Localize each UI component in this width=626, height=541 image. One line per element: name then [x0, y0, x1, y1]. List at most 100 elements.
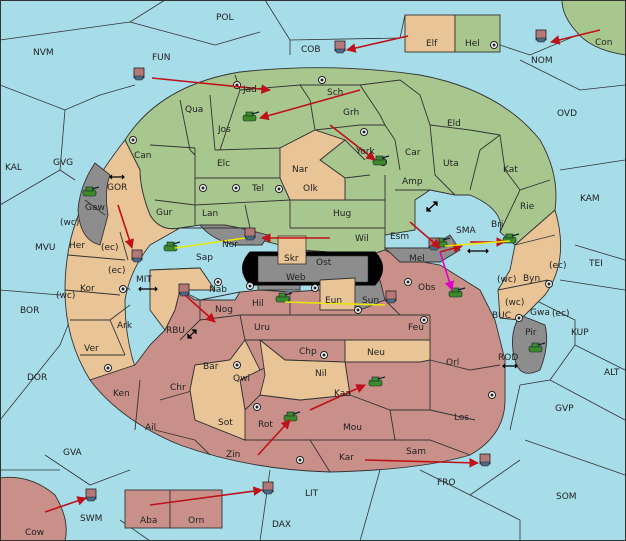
- label-orl: Orl: [446, 358, 459, 368]
- label-cow: Cow: [25, 528, 44, 538]
- label-cob: COB: [301, 45, 321, 55]
- coast-gaw-wc: (wc): [60, 218, 79, 228]
- province-cow[interactable]: [0, 476, 67, 541]
- label-dor: DOR: [27, 373, 47, 383]
- label-kam: KAM: [580, 194, 600, 204]
- label-qwi: Qwi: [233, 374, 250, 384]
- sea-labels: POL NVM FUN COB NOM OVD KAL GVG GOR KAM …: [5, 13, 620, 530]
- coast-byn-wc: (wc): [497, 275, 516, 285]
- coast-her-ec: (ec): [101, 243, 119, 253]
- label-lan: Lan: [202, 209, 218, 219]
- label-amp: Amp: [402, 177, 423, 187]
- label-chr: Chr: [170, 383, 186, 393]
- label-ovd: OVD: [557, 109, 577, 119]
- label-nog: Nog: [215, 305, 233, 315]
- label-orn: Orn: [188, 516, 204, 526]
- label-chp: Chp: [299, 347, 317, 357]
- label-los: Los: [454, 413, 469, 423]
- label-ark: Ark: [117, 321, 133, 331]
- label-sch: Sch: [327, 88, 343, 98]
- label-kor: Kor: [80, 284, 95, 294]
- label-nil: Nil: [315, 369, 327, 379]
- label-eld: Eld: [447, 119, 461, 129]
- label-mvu: MVU: [35, 243, 56, 253]
- label-obs: Obs: [418, 283, 436, 293]
- label-ver: Ver: [84, 344, 99, 354]
- label-nab: Nab: [209, 285, 227, 295]
- label-buc: BUC: [492, 311, 511, 321]
- land-labels: Elf Hel Con Jad Sch Qua Jos Grh Eld Can …: [25, 38, 613, 538]
- label-gaw: Gaw: [85, 203, 105, 213]
- supply-centers: [104, 41, 553, 464]
- label-fro: FRO: [437, 478, 456, 488]
- label-rbu: RBU: [166, 326, 185, 336]
- label-jos: Jos: [217, 125, 231, 135]
- label-pol: POL: [216, 13, 234, 23]
- label-jad: Jad: [242, 85, 257, 95]
- label-eun: Eun: [325, 296, 342, 306]
- province-pir[interactable]: [511, 314, 548, 374]
- label-york: York: [355, 147, 376, 157]
- province-aba[interactable]: [124, 489, 171, 529]
- label-sma: SMA: [456, 226, 476, 236]
- coast-kor-wc: (wc): [56, 291, 75, 301]
- label-gvg: GVG: [53, 158, 73, 168]
- province-skr[interactable]: [277, 235, 307, 265]
- label-her: Her: [69, 241, 85, 251]
- label-alt: ALT: [604, 368, 620, 378]
- label-gur: Gur: [156, 208, 173, 218]
- label-neu: Neu: [367, 348, 385, 358]
- label-rot: Rot: [258, 420, 273, 430]
- convoy-order: [439, 251, 454, 291]
- label-kar: Kar: [339, 453, 354, 463]
- label-grh: Grh: [343, 108, 359, 118]
- label-mou: Mou: [343, 423, 362, 433]
- label-gvp: GVP: [555, 404, 574, 414]
- label-car: Car: [405, 148, 421, 158]
- label-olk: Olk: [303, 184, 319, 194]
- label-mel: Mel: [409, 254, 425, 264]
- coast-gwa-wc: (wc): [505, 298, 524, 308]
- label-kaa: Kaa: [334, 389, 351, 399]
- label-nom: NOM: [531, 56, 553, 66]
- label-qua: Qua: [185, 105, 203, 115]
- label-hel: Hel: [465, 39, 480, 49]
- label-pir: Pir: [525, 328, 537, 338]
- label-zin: Zin: [226, 450, 240, 460]
- label-web: Web: [286, 273, 306, 283]
- label-kat: Kat: [503, 165, 518, 175]
- label-kal: KAL: [5, 163, 22, 173]
- label-ost: Ost: [316, 258, 332, 268]
- coast-gwa-ec: (ec): [552, 309, 570, 319]
- label-bor: BOR: [20, 306, 39, 316]
- label-rie: Rie: [520, 202, 535, 212]
- label-lit: LIT: [305, 489, 319, 499]
- label-uta: Uta: [443, 159, 459, 169]
- label-mit: MIT: [136, 275, 152, 285]
- coast-byn-ec: (ec): [549, 261, 567, 271]
- support-orders: [174, 237, 511, 306]
- label-tei: TEI: [588, 259, 603, 269]
- label-tel: Tel: [251, 184, 264, 194]
- label-gwa: Gwa: [530, 308, 550, 318]
- province-con[interactable]: [561, 0, 626, 56]
- tunnel-gap: [257, 255, 369, 283]
- label-nvm: NVM: [33, 48, 54, 58]
- label-gva: GVA: [63, 448, 83, 458]
- label-nor: Nor: [222, 240, 238, 250]
- coast-kor-ec: (ec): [108, 266, 126, 276]
- label-hug: Hug: [333, 209, 351, 219]
- province-gaw[interactable]: [77, 162, 111, 246]
- label-uru: Uru: [254, 323, 270, 333]
- label-skr: Skr: [284, 254, 299, 264]
- label-bri: Bri: [491, 220, 503, 230]
- province-elf[interactable]: [404, 14, 456, 53]
- label-con: Con: [595, 38, 613, 48]
- label-sam: Sam: [406, 447, 426, 457]
- label-swm: SWM: [80, 514, 102, 524]
- label-nar: Nar: [292, 165, 308, 175]
- label-som: SOM: [556, 492, 577, 502]
- label-sap: Sap: [196, 253, 213, 263]
